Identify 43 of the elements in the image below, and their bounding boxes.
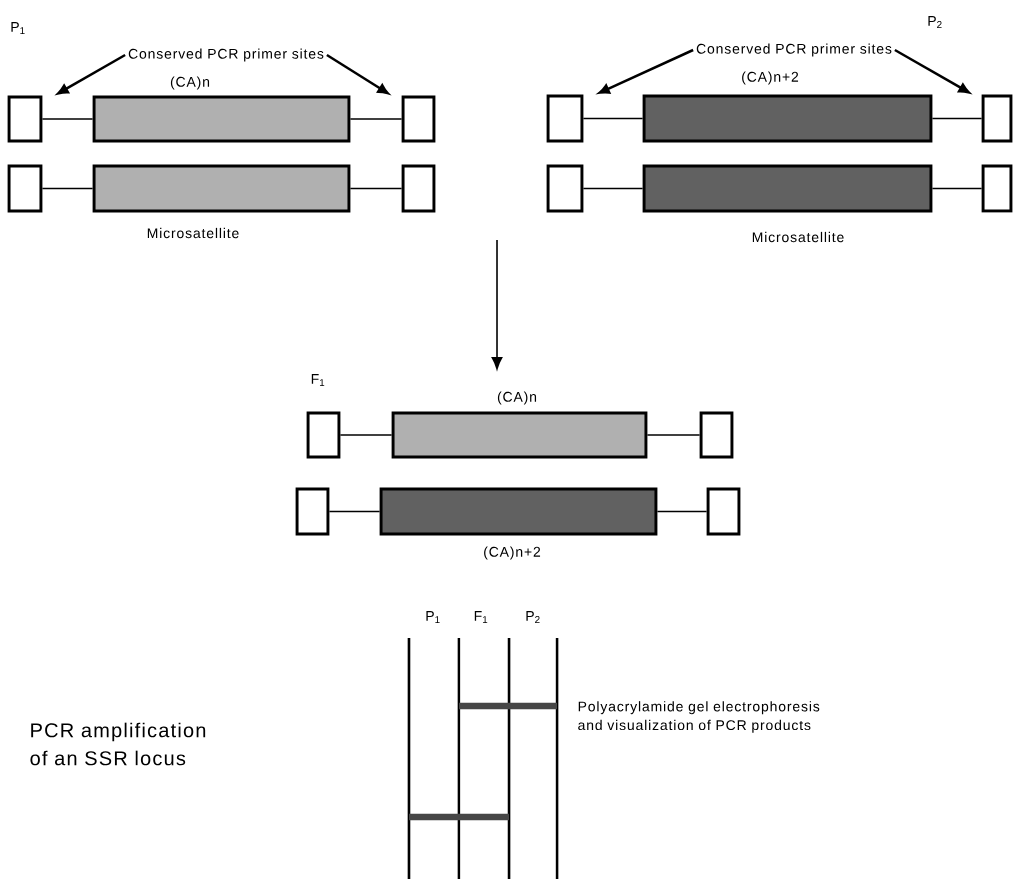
generation-label: P$_{1}$ bbox=[11, 22, 25, 34]
arrow bbox=[894, 48, 970, 94]
callout-text: Conserved PCR primer sites bbox=[696, 43, 892, 57]
connector-line bbox=[656, 510, 708, 513]
arrow bbox=[491, 239, 503, 370]
primer-site-box bbox=[981, 94, 1013, 143]
connector-line bbox=[328, 510, 381, 513]
lane-label: F$_{1}$ bbox=[474, 611, 488, 623]
bar-label: Microsatellite bbox=[147, 227, 239, 239]
connector-line bbox=[646, 434, 701, 436]
bar-label: (CA)n+2 bbox=[742, 71, 799, 85]
bar-label: Microsatellite bbox=[752, 231, 844, 243]
generation-label: F$_{1}$ bbox=[311, 374, 325, 386]
primer-site-box bbox=[295, 487, 330, 536]
callout-text: Conserved PCR primer sites bbox=[128, 48, 324, 62]
arrow bbox=[598, 48, 694, 94]
bar-label: (CA)n+2 bbox=[484, 546, 541, 560]
connector-line bbox=[41, 187, 94, 190]
connector-line bbox=[349, 118, 403, 120]
gel-caption: Polyacrylamide gel electrophoresis and visualization of PCR products bbox=[578, 701, 820, 733]
primer-site-box bbox=[401, 164, 436, 213]
generation-label: P$_{2}$ bbox=[928, 16, 942, 28]
primer-site-box bbox=[7, 164, 43, 213]
connector-line bbox=[931, 117, 983, 120]
bar-label: (CA)n bbox=[497, 391, 537, 405]
primer-site-box bbox=[7, 95, 43, 143]
primer-site-box bbox=[546, 94, 584, 143]
connector-line bbox=[582, 117, 644, 120]
primer-site-box bbox=[699, 411, 734, 459]
caption: PCR amplification of an SSR locus bbox=[30, 722, 206, 766]
primer-site-box bbox=[546, 164, 584, 213]
bar-label: (CA)n bbox=[170, 76, 210, 90]
lane-label: P$_{2}$ bbox=[526, 611, 540, 623]
connector-line bbox=[582, 187, 644, 190]
primer-site-box bbox=[401, 95, 436, 143]
connector-line bbox=[931, 187, 983, 190]
connector-line bbox=[349, 187, 403, 190]
primer-site-box bbox=[306, 411, 341, 459]
lane-label: P$_{1}$ bbox=[426, 611, 440, 623]
primer-site-box bbox=[706, 487, 741, 536]
primer-site-box bbox=[981, 164, 1013, 213]
connector-line bbox=[41, 118, 94, 120]
connector-line bbox=[339, 434, 393, 436]
